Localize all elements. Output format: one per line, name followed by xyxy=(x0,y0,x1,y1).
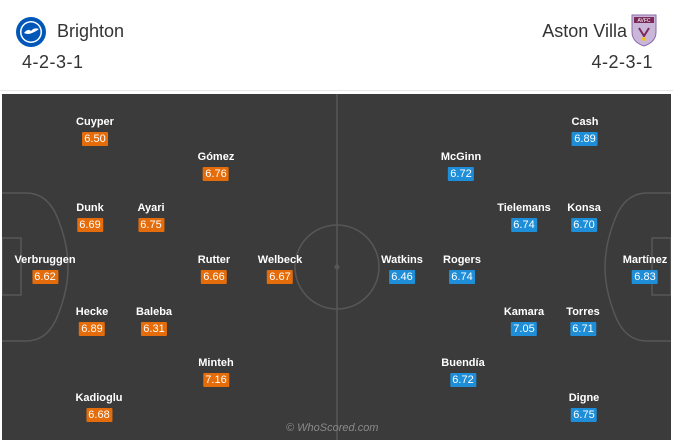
player-hecke[interactable]: Hecke 6.89 xyxy=(76,305,108,337)
player-mcginn[interactable]: McGinn 6.72 xyxy=(441,150,481,182)
player-tielemans[interactable]: Tielemans 6.74 xyxy=(497,201,551,233)
player-rating: 6.71 xyxy=(569,322,596,336)
pitch-lines xyxy=(2,94,671,440)
player-name: Konsa xyxy=(567,202,601,214)
player-watkins[interactable]: Watkins 6.46 xyxy=(381,253,423,285)
aston-villa-crest-icon: AVFC xyxy=(631,14,657,47)
player-rating: 6.46 xyxy=(388,270,415,284)
player-rating: 6.75 xyxy=(571,408,597,422)
player-digne[interactable]: Digne 6.75 xyxy=(568,391,600,423)
player-name: Kadioglu xyxy=(75,392,123,404)
player-name: Kamara xyxy=(503,306,545,318)
player-name: Verbruggen xyxy=(14,254,76,266)
player-baleba[interactable]: Baleba 6.31 xyxy=(136,305,172,337)
whoscored-watermark: © WhoScored.com xyxy=(286,422,379,434)
player-name: Martínez xyxy=(622,254,668,266)
player-cuyper[interactable]: Cuyper 6.50 xyxy=(76,115,114,147)
player-rogers[interactable]: Rogers 6.74 xyxy=(443,253,481,285)
player-rating: 6.72 xyxy=(450,373,476,387)
player-rating: 6.70 xyxy=(571,218,597,232)
player-kamara[interactable]: Kamara 7.05 xyxy=(504,305,544,337)
pitch: Cuyper 6.50 Gómez 6.76 Dunk 6.69 Ayari 6… xyxy=(2,94,671,440)
away-team-name: Aston Villa xyxy=(542,21,627,41)
player-name: Baleba xyxy=(135,306,173,318)
player-name: Digne xyxy=(568,392,600,404)
player-konsa[interactable]: Konsa 6.70 xyxy=(567,201,601,233)
player-name: Dunk xyxy=(76,202,104,214)
away-formation: 4-2-3-1 xyxy=(591,52,653,72)
player-name: Tielemans xyxy=(497,202,551,214)
home-formation: 4-2-3-1 xyxy=(22,52,84,72)
player-name: Ayari xyxy=(137,202,165,214)
player-dunk[interactable]: Dunk 6.69 xyxy=(76,201,104,233)
crest-text: AVFC xyxy=(638,18,651,24)
player-rating: 6.69 xyxy=(77,218,103,232)
player-name: Gómez xyxy=(197,151,235,163)
player-cash[interactable]: Cash 6.89 xyxy=(571,115,599,147)
player-name: Cuyper xyxy=(76,116,114,128)
player-name: Watkins xyxy=(381,254,423,266)
player-rating: 6.74 xyxy=(510,218,537,232)
player-rating: 6.75 xyxy=(137,218,164,232)
player-minteh[interactable]: Minteh 7.16 xyxy=(198,356,234,388)
player-name: Minteh xyxy=(198,357,234,369)
player-kadioglu[interactable]: Kadioglu 6.68 xyxy=(75,391,123,423)
player-verbruggen[interactable]: Verbruggen 6.62 xyxy=(14,253,76,285)
player-name: Rogers xyxy=(443,254,481,266)
player-name: Welbeck xyxy=(257,254,303,266)
player-rating: 6.83 xyxy=(632,270,658,284)
match-header: Brighton 4-2-3-1 Aston Villa 4-2-3-1 AVF… xyxy=(0,0,673,91)
player-rating: 6.62 xyxy=(32,270,58,284)
player-rating: 6.74 xyxy=(449,270,475,284)
home-team-name: Brighton xyxy=(57,21,125,41)
player-rating: 6.68 xyxy=(86,408,112,422)
player-name: Cash xyxy=(571,116,599,128)
player-rating: 6.76 xyxy=(203,167,229,181)
player-rating: 6.50 xyxy=(82,132,108,146)
player-name: Hecke xyxy=(75,306,109,318)
player-rating: 6.31 xyxy=(140,322,167,336)
player-rating: 7.05 xyxy=(510,322,537,336)
player-gomez[interactable]: Gómez 6.76 xyxy=(197,150,235,182)
player-buendia[interactable]: Buendía 6.72 xyxy=(441,356,485,388)
player-ayari[interactable]: Ayari 6.75 xyxy=(137,201,165,233)
player-rating: 6.67 xyxy=(267,270,293,284)
player-rating: 6.89 xyxy=(78,322,105,336)
player-name: Torres xyxy=(566,306,600,318)
brighton-crest-icon xyxy=(16,17,46,47)
player-name: Rutter xyxy=(197,254,231,266)
player-rating: 6.66 xyxy=(200,270,227,284)
player-rutter[interactable]: Rutter 6.66 xyxy=(198,253,230,285)
player-welbeck[interactable]: Welbeck 6.67 xyxy=(258,253,302,285)
player-martinez[interactable]: Martínez 6.83 xyxy=(622,253,668,285)
player-torres[interactable]: Torres 6.71 xyxy=(566,305,600,337)
player-name: Buendía xyxy=(441,357,485,369)
player-rating: 6.89 xyxy=(572,132,598,146)
player-rating: 6.72 xyxy=(448,167,474,181)
player-name: McGinn xyxy=(440,151,482,163)
player-rating: 7.16 xyxy=(202,373,229,387)
